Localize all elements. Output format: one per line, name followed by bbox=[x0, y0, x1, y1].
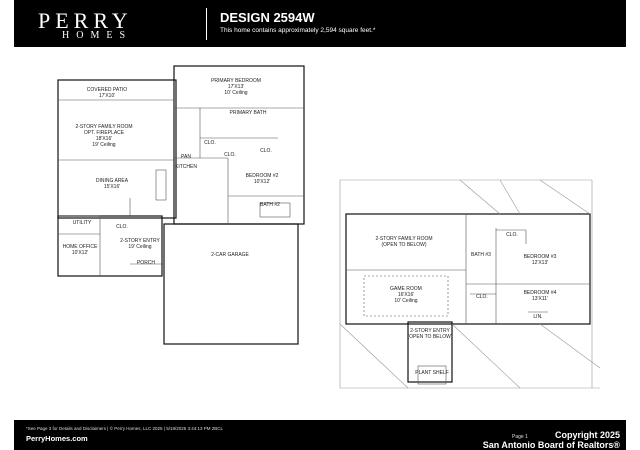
svg-text:CLO.: CLO. bbox=[476, 294, 488, 300]
label-family-room-upper: 2-STORY FAMILY ROOM bbox=[375, 236, 432, 242]
svg-text:18'X16': 18'X16' bbox=[96, 136, 112, 142]
svg-text:19' Ceiling: 19' Ceiling bbox=[128, 244, 151, 250]
second-floor-walls bbox=[345, 213, 591, 325]
svg-text:2-STORY ENTRY: 2-STORY ENTRY bbox=[120, 238, 160, 244]
label-closet-6: CLO. bbox=[476, 294, 488, 300]
brochure-footer: *See Page 3 for Details and Disclaimers … bbox=[14, 420, 626, 450]
brochure-header: PERRY HOMES DESIGN 2594W This home conta… bbox=[14, 0, 626, 47]
svg-text:PAN: PAN bbox=[181, 154, 191, 160]
website-link[interactable]: PerryHomes.com bbox=[26, 434, 88, 443]
label-closet-1: CLO. bbox=[204, 140, 216, 146]
svg-text:CLO.: CLO. bbox=[506, 232, 518, 238]
label-kitchen: KITCHEN bbox=[175, 164, 197, 170]
copyright-watermark: Copyright 2025 San Antonio Board of Real… bbox=[482, 430, 620, 450]
svg-text:CLO.: CLO. bbox=[204, 140, 216, 146]
svg-text:GAME ROOM: GAME ROOM bbox=[390, 286, 422, 292]
svg-text:PRIMARY BEDROOM: PRIMARY BEDROOM bbox=[211, 78, 261, 84]
brand-sub: HOMES bbox=[62, 30, 133, 41]
label-home-office: HOME OFFICE bbox=[63, 244, 98, 250]
svg-text:12'X13': 12'X13' bbox=[532, 260, 548, 266]
svg-text:PLANT SHELF: PLANT SHELF bbox=[415, 370, 449, 376]
label-bedroom-4: BEDROOM #4 bbox=[524, 290, 557, 296]
svg-text:BEDROOM #3: BEDROOM #3 bbox=[524, 254, 557, 260]
svg-text:BEDROOM #2: BEDROOM #2 bbox=[246, 173, 279, 179]
svg-text:CLO.: CLO. bbox=[224, 152, 236, 158]
header-divider bbox=[206, 8, 207, 40]
svg-text:LIN.: LIN. bbox=[533, 314, 542, 320]
svg-text:OPT. FIREPLACE: OPT. FIREPLACE bbox=[84, 130, 125, 136]
svg-text:17'X10': 17'X10' bbox=[99, 93, 115, 99]
svg-text:2-STORY FAMILY ROOM: 2-STORY FAMILY ROOM bbox=[75, 124, 132, 130]
svg-text:COVERED PATIO: COVERED PATIO bbox=[87, 87, 127, 93]
disclaimer-text: *See Page 3 for Details and Disclaimers … bbox=[26, 426, 224, 431]
label-primary-bedroom: PRIMARY BEDROOM bbox=[211, 78, 261, 84]
first-floor-office-wing bbox=[57, 215, 163, 277]
label-bath-3: BATH #3 bbox=[471, 252, 491, 258]
svg-text:PORCH: PORCH bbox=[137, 260, 155, 266]
label-bedroom-2: BEDROOM #2 bbox=[246, 173, 279, 179]
floor-plan-drawing: COVERED PATIO 17'X10' PRIMARY BEDROOM 17… bbox=[57, 65, 601, 389]
label-garage: 2-CAR GARAGE bbox=[211, 252, 249, 258]
svg-text:KITCHEN: KITCHEN bbox=[175, 164, 197, 170]
garage-walls bbox=[163, 223, 299, 345]
label-pantry: PAN bbox=[181, 154, 191, 160]
label-game-room: GAME ROOM bbox=[390, 286, 422, 292]
svg-text:10'X12': 10'X12' bbox=[72, 250, 88, 256]
svg-text:BATH #3: BATH #3 bbox=[471, 252, 491, 258]
svg-text:10' Ceiling: 10' Ceiling bbox=[224, 90, 247, 96]
svg-text:13'X11': 13'X11' bbox=[532, 296, 548, 302]
svg-text:BATH #2: BATH #2 bbox=[260, 202, 280, 208]
svg-text:2-CAR GARAGE: 2-CAR GARAGE bbox=[211, 252, 249, 258]
label-entry-upper: 2-STORY ENTRY bbox=[410, 328, 450, 334]
svg-text:(OPEN TO BELOW): (OPEN TO BELOW) bbox=[407, 334, 452, 340]
svg-text:HOME OFFICE: HOME OFFICE bbox=[63, 244, 98, 250]
svg-text:19' Ceiling: 19' Ceiling bbox=[92, 142, 115, 148]
label-bath-2: BATH #2 bbox=[260, 202, 280, 208]
label-primary-bath: PRIMARY BATH bbox=[230, 110, 267, 116]
svg-text:UTILITY: UTILITY bbox=[73, 220, 92, 226]
label-closet-2: CLO. bbox=[224, 152, 236, 158]
label-bedroom-3: BEDROOM #3 bbox=[524, 254, 557, 260]
label-entry: 2-STORY ENTRY bbox=[120, 238, 160, 244]
svg-text:BEDROOM #4: BEDROOM #4 bbox=[524, 290, 557, 296]
svg-text:15'X16': 15'X16' bbox=[104, 184, 120, 190]
label-dining-area: DINING AREA bbox=[96, 178, 129, 184]
label-closet-5: CLO. bbox=[506, 232, 518, 238]
label-porch: PORCH bbox=[137, 260, 155, 266]
second-floor-entry-walls bbox=[407, 321, 453, 383]
svg-text:CLO.: CLO. bbox=[260, 148, 272, 154]
page-number: Page 1 bbox=[512, 434, 528, 440]
floor-plans: COVERED PATIO 17'X10' PRIMARY BEDROOM 17… bbox=[0, 48, 640, 418]
design-subtitle: This home contains approximately 2,594 s… bbox=[220, 27, 376, 34]
svg-text:(OPEN TO BELOW): (OPEN TO BELOW) bbox=[381, 242, 426, 248]
svg-text:17'X13': 17'X13' bbox=[228, 84, 244, 90]
label-plant-shelf: PLANT SHELF bbox=[415, 370, 449, 376]
design-title: DESIGN 2594W bbox=[220, 10, 315, 25]
label-covered-patio: COVERED PATIO bbox=[87, 87, 127, 93]
label-family-room: 2-STORY FAMILY ROOM bbox=[75, 124, 132, 130]
svg-text:2-STORY ENTRY: 2-STORY ENTRY bbox=[410, 328, 450, 334]
label-utility: UTILITY bbox=[73, 220, 92, 226]
label-closet-3: CLO. bbox=[260, 148, 272, 154]
svg-text:10'X12': 10'X12' bbox=[254, 179, 270, 185]
svg-text:DINING AREA: DINING AREA bbox=[96, 178, 129, 184]
svg-text:16'X16': 16'X16' bbox=[398, 292, 414, 298]
svg-text:PRIMARY BATH: PRIMARY BATH bbox=[230, 110, 267, 116]
svg-text:2-STORY FAMILY ROOM: 2-STORY FAMILY ROOM bbox=[375, 236, 432, 242]
svg-text:10' Ceiling: 10' Ceiling bbox=[394, 298, 417, 304]
brand-name: PERRY bbox=[38, 8, 133, 33]
label-closet-4: CLO. bbox=[116, 224, 128, 230]
first-floor-living-wing bbox=[57, 79, 177, 219]
label-linen: LIN. bbox=[533, 314, 542, 320]
svg-text:CLO.: CLO. bbox=[116, 224, 128, 230]
